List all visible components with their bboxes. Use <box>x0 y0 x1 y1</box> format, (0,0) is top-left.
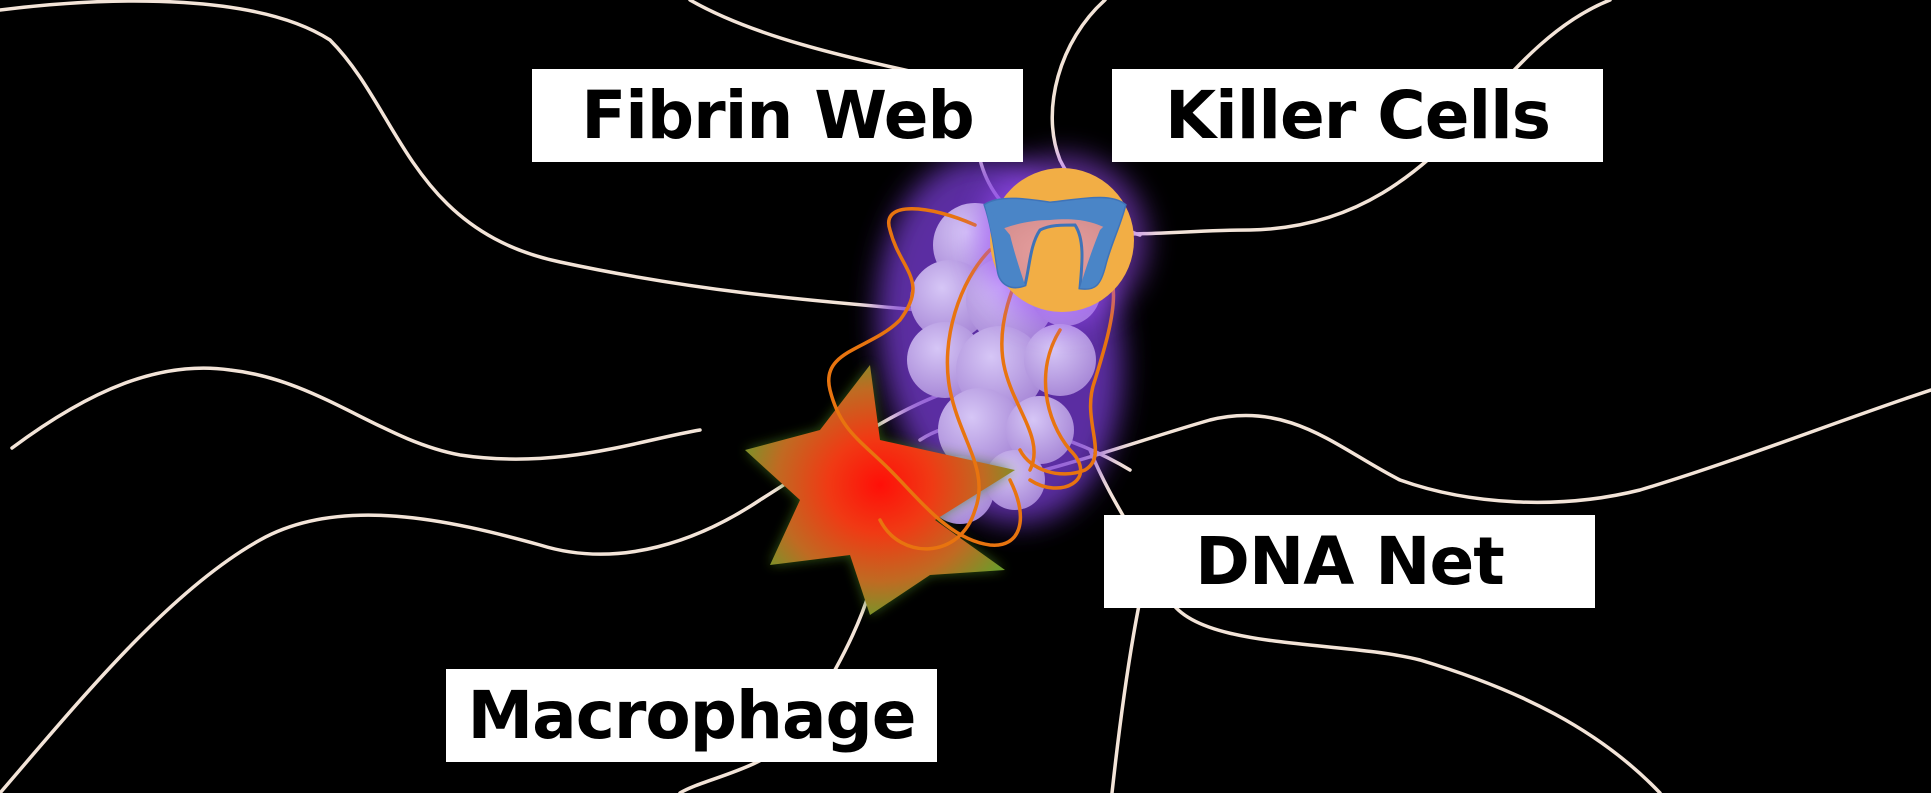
fibrin-strand <box>12 368 700 459</box>
fibrin-web-label: Fibrin Web <box>532 69 1023 162</box>
killer-cell-icon <box>977 155 1147 325</box>
killer-cells-label: Killer Cells <box>1112 69 1603 162</box>
fibrin-strand <box>1112 600 1140 793</box>
dna-net-label: DNA Net <box>1104 515 1595 608</box>
macrophage-label: Macrophage <box>446 669 937 762</box>
